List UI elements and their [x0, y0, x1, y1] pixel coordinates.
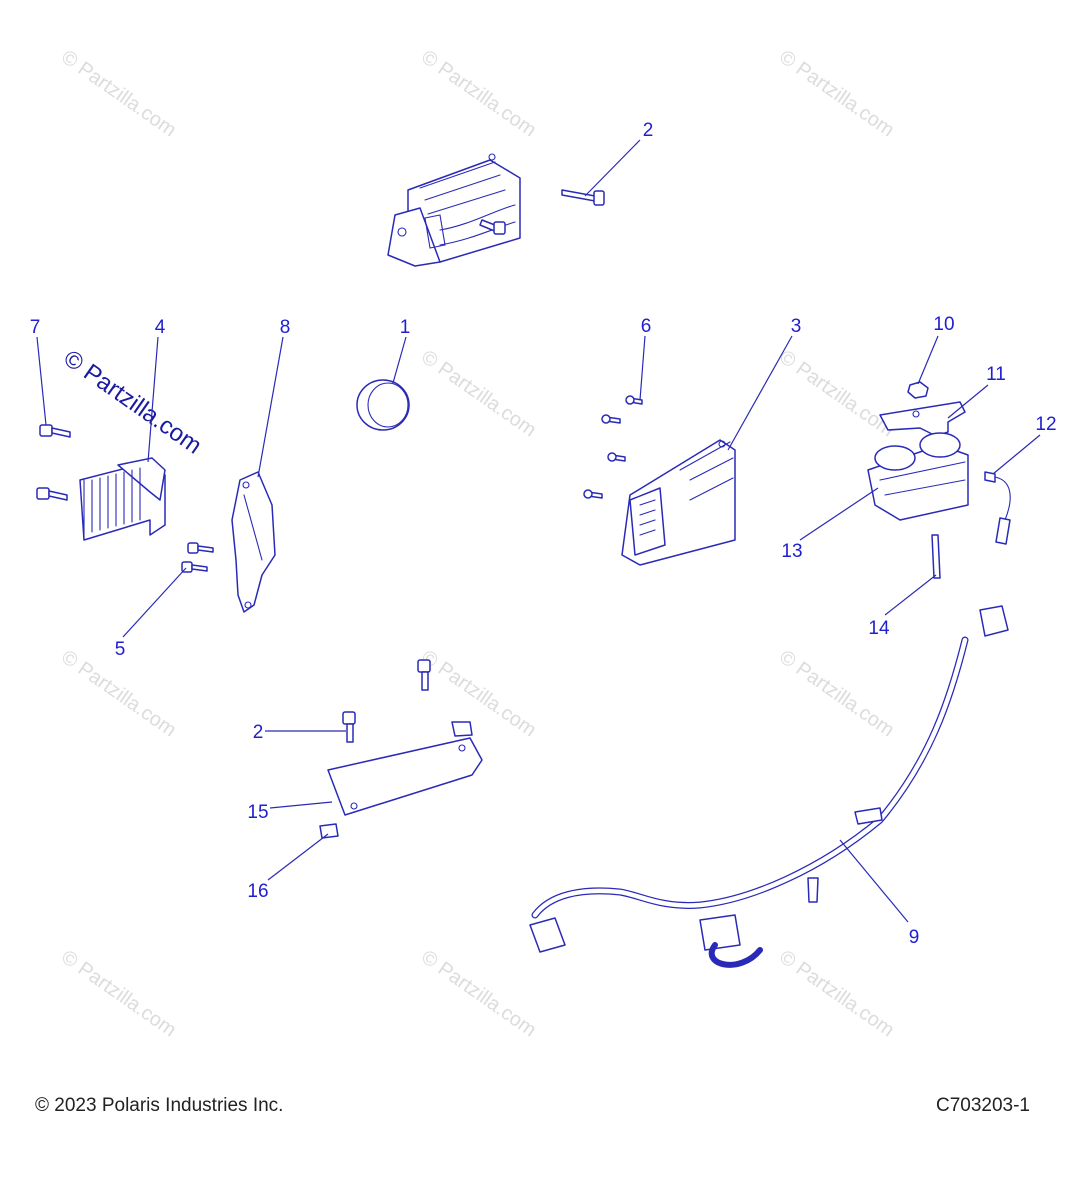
callout-11: 11	[986, 364, 1006, 385]
bolt-7	[39, 424, 71, 438]
bolt-5	[187, 542, 214, 554]
leader-lines	[36, 139, 1041, 923]
ecu-module	[621, 439, 736, 566]
watermark: © Partzilla.com	[417, 946, 540, 1041]
callout-14: 14	[868, 618, 890, 639]
coil-bracket	[879, 401, 966, 437]
mounting-plate	[327, 737, 483, 816]
watermark: © Partzilla.com	[417, 646, 540, 741]
callout-3: 3	[791, 316, 802, 337]
pin	[931, 534, 941, 579]
watermark: © Partzilla.com	[775, 946, 898, 1041]
callout-4: 4	[155, 317, 166, 338]
figure-code: C703203-1	[935, 1095, 1030, 1116]
callout-13: 13	[781, 541, 802, 562]
screw-6	[625, 395, 643, 405]
watermark: © Partzilla.com	[775, 46, 898, 141]
watermark: © Partzilla.com	[57, 946, 180, 1041]
clip	[319, 823, 339, 839]
watermark: © Partzilla.com	[57, 646, 180, 741]
callout-5: 5	[115, 639, 126, 660]
watermark: © Partzilla.com	[775, 646, 898, 741]
bolt-top	[561, 189, 605, 206]
sensor-lead	[984, 471, 1011, 545]
watermark: © Partzilla.com	[417, 346, 540, 441]
screw-6	[583, 489, 603, 499]
watermark: © Partzilla.com	[417, 46, 540, 141]
callout-1: 1	[400, 317, 411, 338]
voltage-regulator	[79, 457, 166, 541]
callout-12: 12	[1035, 414, 1056, 435]
callout-9: 9	[909, 927, 920, 948]
callout-10: 10	[933, 314, 954, 335]
watermark: © Partzilla.com	[775, 346, 898, 441]
ignition-coil	[867, 432, 969, 521]
wiring-harness	[529, 605, 1009, 968]
callout-15: 15	[247, 802, 268, 823]
callout-8: 8	[280, 317, 291, 338]
bolt-top-lower	[479, 219, 506, 235]
watermark-logo: © Partzilla.com	[59, 345, 207, 460]
bolt-5-lower	[181, 561, 208, 573]
bracket	[231, 471, 276, 613]
callout-2: 2	[643, 120, 654, 141]
clip	[451, 721, 473, 737]
callouts: 1 2 2 3 4 5 6 7 8 9 10 11 12 13 14 15 16	[30, 120, 1057, 948]
callout-7: 7	[30, 317, 41, 338]
screw-6	[607, 452, 626, 462]
bolt-7-lower	[36, 487, 68, 501]
top-control-module	[387, 153, 521, 267]
bolt-lower-2	[342, 711, 356, 743]
nut	[907, 381, 929, 399]
copyright-text: © 2023 Polaris Industries Inc.	[35, 1095, 284, 1116]
watermark: © Partzilla.com	[57, 46, 180, 141]
grommet	[356, 379, 410, 431]
callout-6: 6	[641, 316, 652, 337]
callout-2: 2	[253, 722, 264, 743]
callout-16: 16	[247, 881, 268, 902]
bolt-lower-2	[417, 659, 431, 691]
screw-6	[601, 414, 621, 424]
